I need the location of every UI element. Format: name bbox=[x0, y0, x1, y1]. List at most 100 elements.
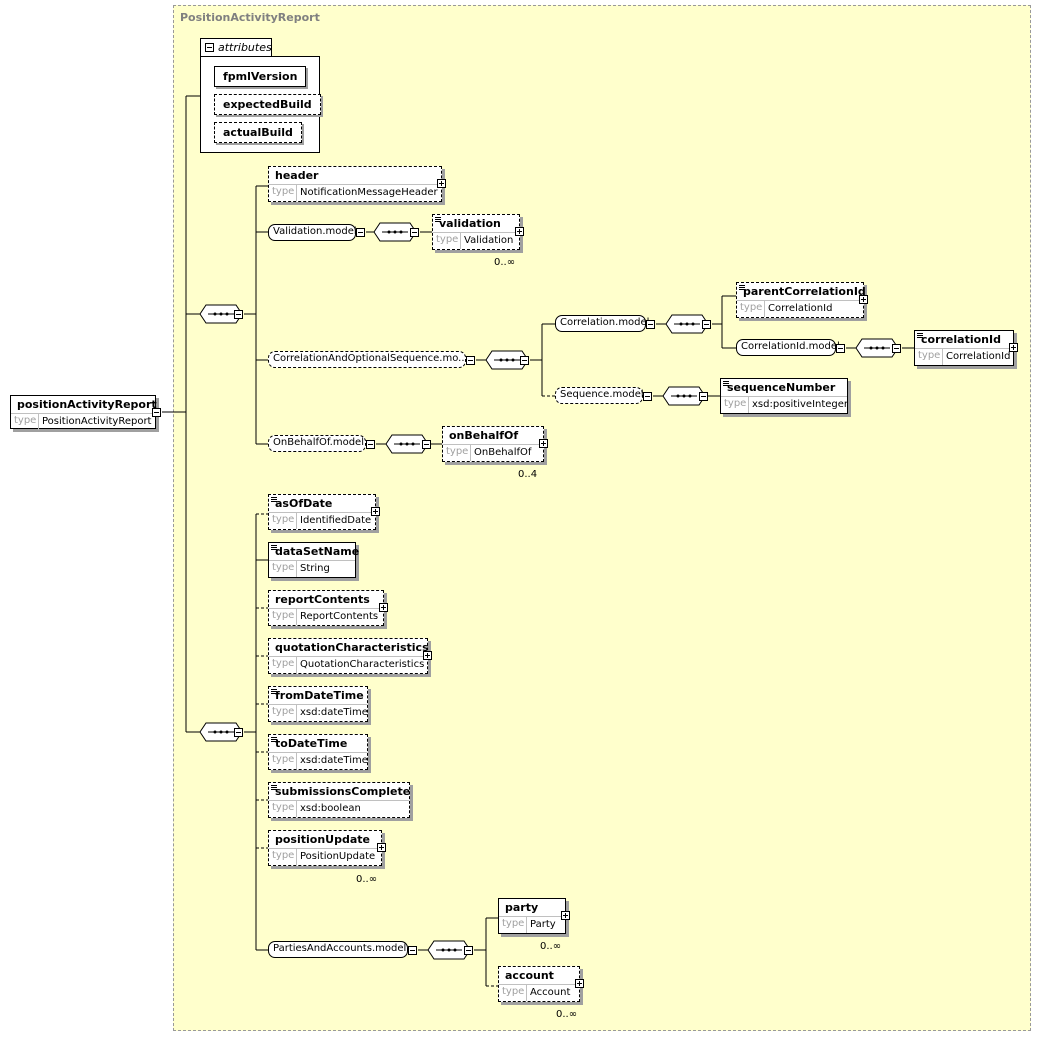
type-value: xsd:dateTime bbox=[296, 753, 368, 769]
collapse-toggle[interactable] bbox=[643, 392, 652, 401]
group-sequence-model[interactable]: Sequence.model bbox=[555, 387, 644, 404]
collapse-toggle[interactable] bbox=[408, 946, 417, 955]
collapse-toggle[interactable] bbox=[356, 228, 365, 237]
cardinality: 0..∞ bbox=[556, 1009, 578, 1020]
element-name: party bbox=[505, 901, 539, 914]
attribute-expectedbuild[interactable]: expectedBuild bbox=[214, 94, 321, 115]
element-name: fromDateTime bbox=[275, 689, 364, 702]
expand-toggle[interactable] bbox=[371, 507, 380, 516]
expand-toggle[interactable] bbox=[515, 227, 524, 236]
expand-toggle[interactable] bbox=[561, 911, 570, 920]
collapse-toggle[interactable] bbox=[699, 392, 708, 401]
expand-toggle[interactable] bbox=[379, 603, 388, 612]
cardinality: 0..4 bbox=[518, 469, 538, 480]
collapse-toggle[interactable] bbox=[422, 440, 431, 449]
group-validation-model[interactable]: Validation.model bbox=[268, 224, 357, 241]
collapse-toggle[interactable] bbox=[152, 408, 161, 417]
type-key: type bbox=[272, 658, 295, 669]
attributes-tab[interactable]: attributes bbox=[200, 38, 272, 57]
type-value: xsd:positiveInteger bbox=[748, 397, 848, 413]
element-name: dataSetName bbox=[275, 545, 360, 558]
type-value: IdentifiedDate bbox=[296, 513, 371, 529]
expand-toggle[interactable] bbox=[575, 979, 584, 988]
element-name: validation bbox=[439, 217, 501, 230]
element-name: reportContents bbox=[275, 593, 370, 606]
cardinality: 0..∞ bbox=[356, 874, 378, 885]
expand-toggle[interactable] bbox=[377, 843, 386, 852]
collapse-toggle[interactable] bbox=[366, 440, 375, 449]
collapse-toggle[interactable] bbox=[702, 320, 711, 329]
type-key: type bbox=[502, 918, 525, 929]
type-key: type bbox=[918, 350, 941, 361]
group-correlationid-model[interactable]: CorrelationId.model bbox=[736, 339, 840, 356]
type-key: type bbox=[724, 398, 747, 409]
type-key: type bbox=[740, 302, 763, 313]
collapse-toggle[interactable] bbox=[520, 356, 529, 365]
type-value: Account bbox=[526, 985, 570, 1001]
collapse-toggle[interactable] bbox=[892, 344, 901, 353]
type-value: ReportContents bbox=[296, 609, 378, 625]
frame-title: PositionActivityReport bbox=[180, 11, 320, 24]
sequence-dots bbox=[208, 230, 890, 952]
collapse-toggle[interactable] bbox=[646, 320, 655, 329]
element-name: parentCorrelationId bbox=[743, 285, 866, 298]
type-key: type bbox=[502, 986, 525, 997]
collapse-toggle[interactable] bbox=[410, 228, 419, 237]
cardinality: 0..∞ bbox=[494, 257, 516, 268]
attribute-fpmlversion[interactable]: fpmlVersion bbox=[214, 66, 307, 87]
element-name: correlationId bbox=[921, 333, 1001, 346]
type-value: PositionUpdate bbox=[296, 849, 375, 865]
element-name: sequenceNumber bbox=[727, 381, 836, 394]
group-onbehalfof-model[interactable]: OnBehalfOf.model bbox=[268, 435, 366, 452]
type-value: QuotationCharacteristics bbox=[296, 657, 424, 673]
type-key: type bbox=[272, 562, 295, 573]
attribute-actualbuild[interactable]: actualBuild bbox=[214, 122, 302, 143]
collapse-toggle[interactable] bbox=[205, 43, 214, 52]
collapse-toggle[interactable] bbox=[234, 728, 243, 737]
type-key: type bbox=[272, 706, 295, 717]
expand-toggle[interactable] bbox=[539, 439, 548, 448]
type-key: type bbox=[272, 754, 295, 765]
group-partiesandaccounts-model[interactable]: PartiesAndAccounts.model bbox=[268, 941, 408, 958]
element-name: positionUpdate bbox=[275, 833, 370, 846]
type-value: String bbox=[296, 561, 330, 577]
collapse-toggle[interactable] bbox=[466, 356, 475, 365]
element-name: toDateTime bbox=[275, 737, 348, 750]
element-name: submissionsComplete bbox=[275, 785, 411, 798]
type-key: type bbox=[272, 610, 295, 621]
cardinality: 0..∞ bbox=[540, 941, 562, 952]
collapse-toggle[interactable] bbox=[464, 946, 473, 955]
type-value: NotificationMessageHeader bbox=[296, 185, 438, 201]
element-name: quotationCharacteristics bbox=[275, 641, 429, 654]
expand-toggle[interactable] bbox=[423, 651, 432, 660]
type-value: Party bbox=[526, 917, 556, 933]
group-correlation-model[interactable]: Correlation.model bbox=[555, 315, 649, 332]
collapse-toggle[interactable] bbox=[234, 310, 243, 319]
collapse-toggle[interactable] bbox=[836, 344, 845, 353]
expand-toggle[interactable] bbox=[859, 295, 868, 304]
expand-toggle[interactable] bbox=[437, 179, 446, 188]
expand-toggle[interactable] bbox=[1009, 343, 1018, 352]
type-value: PositionActivityReport bbox=[38, 414, 151, 430]
group-correlation-sequence-model[interactable]: CorrelationAndOptionalSequence.mo... bbox=[268, 351, 468, 368]
element-name: asOfDate bbox=[275, 497, 333, 510]
